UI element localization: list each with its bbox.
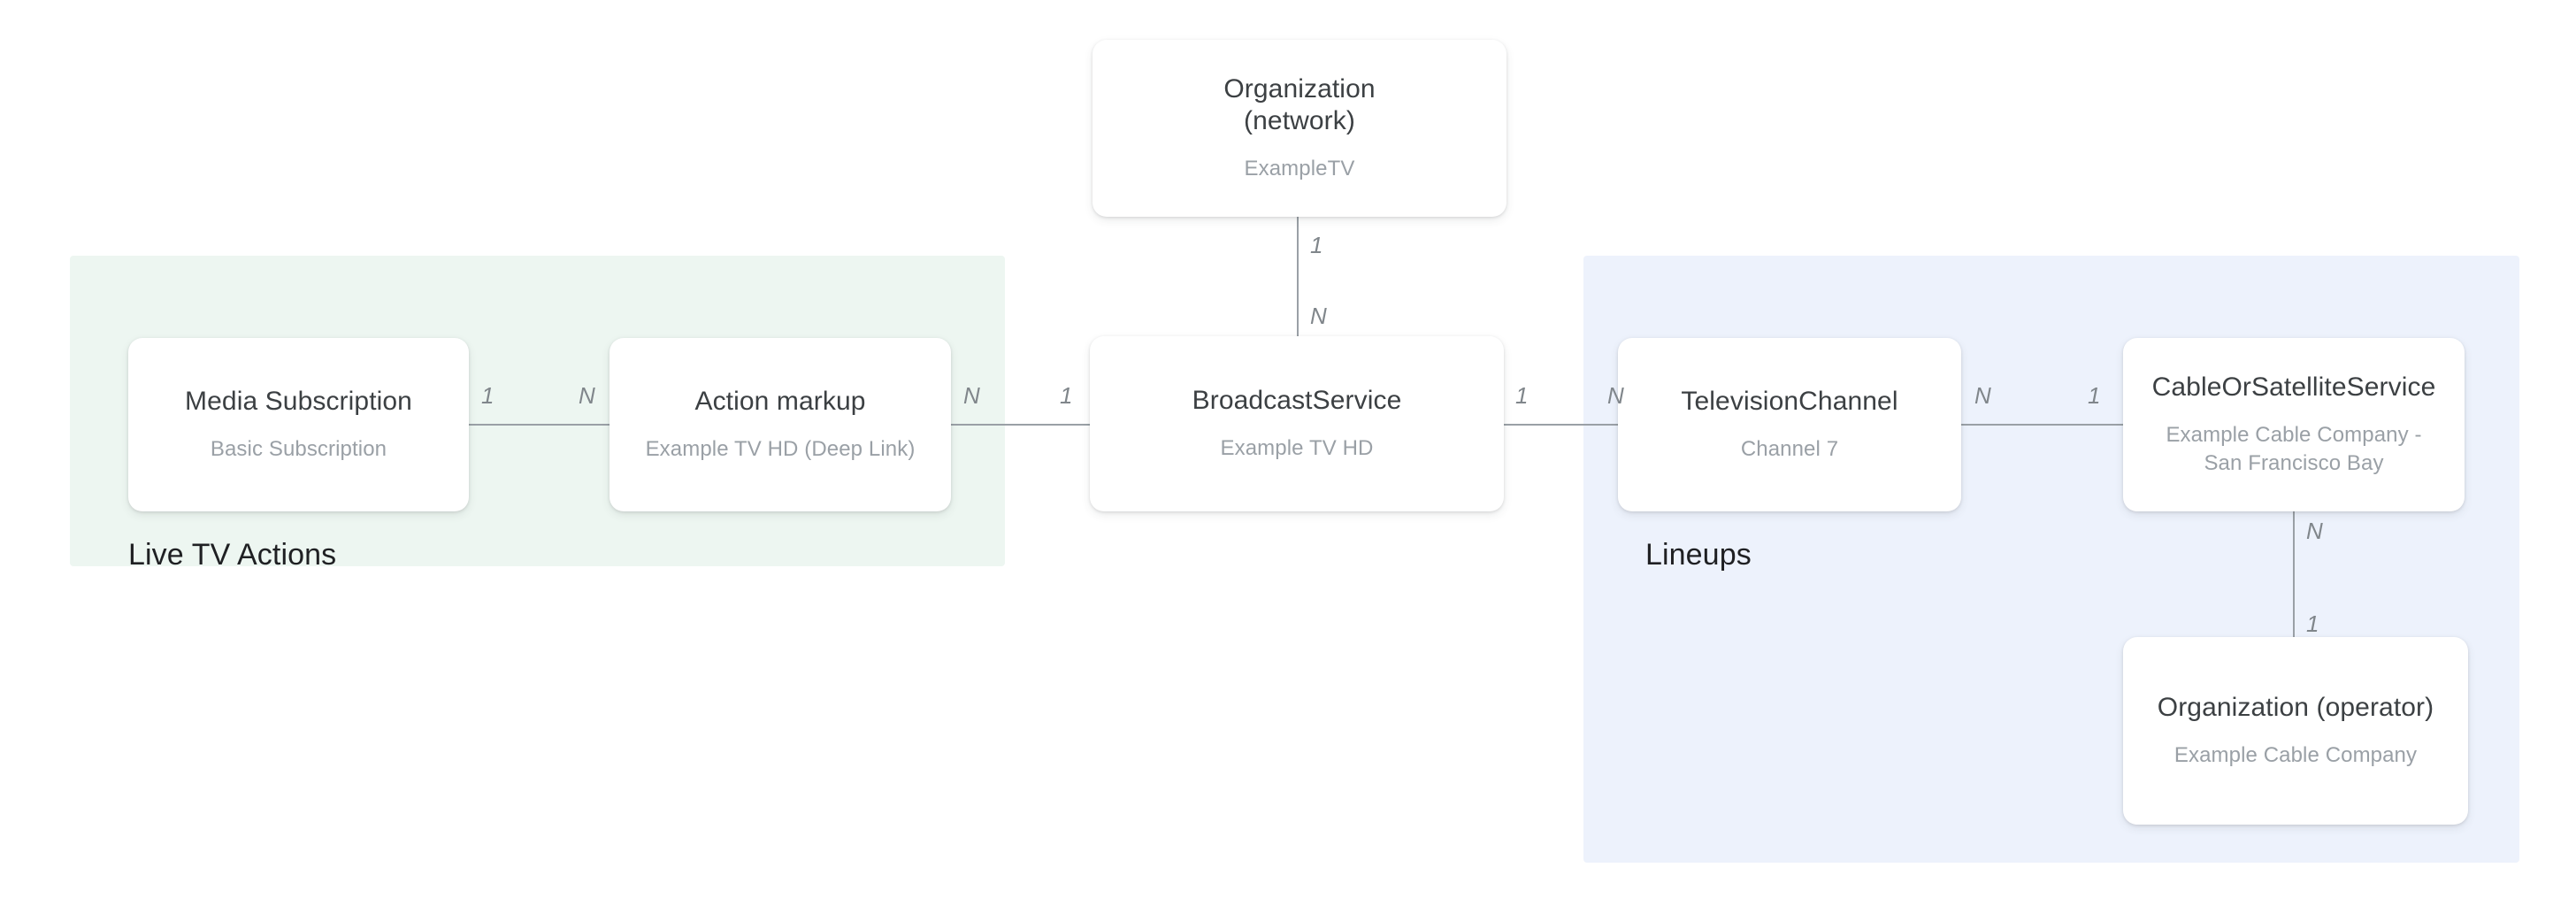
edge-label-broadcast-to-tvchannel-right: N bbox=[1607, 382, 1624, 409]
node-cable-or-satellite-service-subtitle: Example Cable Company - San Francisco Ba… bbox=[2166, 421, 2421, 478]
node-media-subscription-title: Media Subscription bbox=[185, 387, 412, 416]
node-cable-or-satellite-service-subtitle-line2: San Francisco Bay bbox=[2204, 451, 2384, 475]
edge-media-subscription-to-action-markup bbox=[467, 424, 613, 426]
edge-label-org-to-broadcast-bottom: N bbox=[1310, 303, 1327, 329]
edge-label-action-to-broadcast-right: 1 bbox=[1060, 382, 1073, 409]
edge-cable-or-satellite-service-to-organization-operator bbox=[2293, 510, 2295, 639]
node-organization-operator[interactable]: Organization (operator) Example Cable Co… bbox=[2123, 637, 2468, 825]
node-cable-or-satellite-service-title: CableOrSatelliteService bbox=[2151, 372, 2436, 402]
node-broadcast-service-subtitle: Example TV HD bbox=[1220, 436, 1374, 460]
node-media-subscription[interactable]: Media Subscription Basic Subscription bbox=[128, 338, 469, 511]
node-organization-network-title: Organization (network) bbox=[1223, 73, 1375, 137]
node-organization-network[interactable]: Organization (network) ExampleTV bbox=[1092, 40, 1506, 217]
panel-lineups-title: Lineups bbox=[1645, 538, 1752, 572]
node-organization-network-title-line2: (network) bbox=[1244, 106, 1355, 135]
node-broadcast-service-title: BroadcastService bbox=[1192, 386, 1402, 415]
edge-label-action-to-broadcast-left: N bbox=[963, 382, 980, 409]
node-action-markup-subtitle: Example TV HD (Deep Link) bbox=[645, 437, 916, 461]
node-cable-or-satellite-service[interactable]: CableOrSatelliteService Example Cable Co… bbox=[2123, 338, 2465, 511]
edge-organization-network-to-broadcast-service bbox=[1297, 215, 1299, 339]
node-television-channel-title: TelevisionChannel bbox=[1681, 387, 1898, 416]
node-organization-operator-subtitle: Example Cable Company bbox=[2174, 743, 2418, 767]
edge-television-channel-to-cable-or-satellite-service bbox=[1959, 424, 2125, 426]
node-organization-operator-title: Organization (operator) bbox=[2157, 693, 2434, 722]
node-television-channel[interactable]: TelevisionChannel Channel 7 bbox=[1618, 338, 1961, 511]
node-action-markup[interactable]: Action markup Example TV HD (Deep Link) bbox=[610, 338, 951, 511]
node-media-subscription-subtitle: Basic Subscription bbox=[210, 437, 387, 461]
edge-label-tvchannel-to-cable-right: 1 bbox=[2088, 382, 2101, 409]
edge-label-broadcast-to-tvchannel-left: 1 bbox=[1515, 382, 1529, 409]
edge-label-cable-to-operator-top: N bbox=[2306, 518, 2323, 544]
edge-label-media-to-action-right: N bbox=[579, 382, 595, 409]
edge-label-tvchannel-to-cable-left: N bbox=[1974, 382, 1991, 409]
node-cable-or-satellite-service-subtitle-line1: Example Cable Company - bbox=[2166, 423, 2422, 447]
node-organization-network-title-line1: Organization bbox=[1223, 74, 1376, 104]
edge-label-cable-to-operator-bottom: 1 bbox=[2306, 610, 2319, 637]
edge-label-org-to-broadcast-top: 1 bbox=[1310, 232, 1323, 258]
node-broadcast-service[interactable]: BroadcastService Example TV HD bbox=[1090, 336, 1504, 511]
node-action-markup-title: Action markup bbox=[694, 387, 866, 416]
edge-label-media-to-action-left: 1 bbox=[481, 382, 494, 409]
edge-action-markup-to-broadcast-service bbox=[949, 424, 1092, 426]
panel-live-tv-actions-title: Live TV Actions bbox=[128, 538, 337, 572]
node-organization-network-subtitle: ExampleTV bbox=[1244, 157, 1355, 180]
node-television-channel-subtitle: Channel 7 bbox=[1740, 437, 1839, 461]
edge-broadcast-service-to-television-channel bbox=[1502, 424, 1620, 426]
